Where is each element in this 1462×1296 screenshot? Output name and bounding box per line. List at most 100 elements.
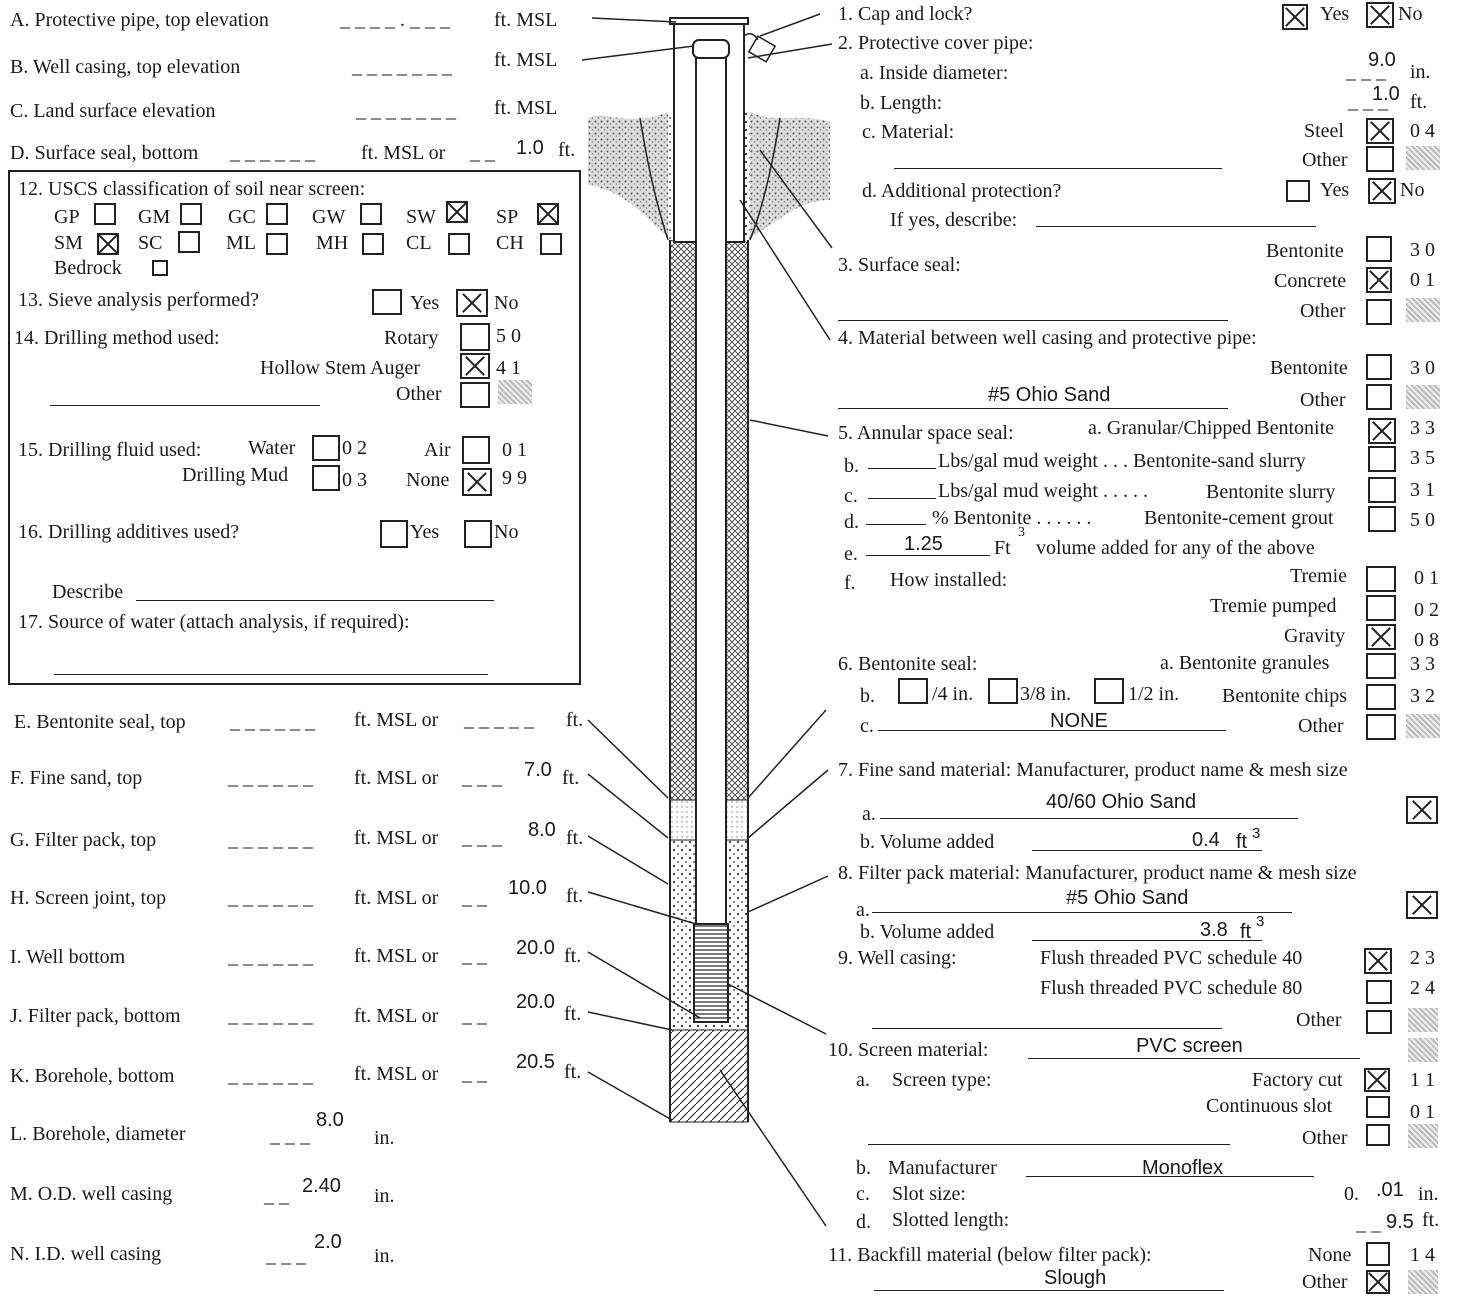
bentonite-seal-other-value[interactable]: NONE <box>1050 710 1108 732</box>
filter-pack-checkbox[interactable] <box>1406 891 1438 919</box>
value-d[interactable]: 1.0 <box>516 137 544 159</box>
slotted-length-value[interactable]: 9.5 <box>1386 1211 1414 1233</box>
granular-bentonite-checkbox[interactable] <box>1368 418 1396 444</box>
air-checkbox[interactable] <box>462 436 490 464</box>
unit2-k: ft. <box>564 1061 582 1083</box>
schedule-80-code: 2 4 <box>1410 977 1435 999</box>
size-quarter-checkbox[interactable] <box>898 678 928 704</box>
uscs-sc-checkbox[interactable] <box>178 231 200 253</box>
hsa-checkbox[interactable] <box>460 353 490 379</box>
q4-bentonite-label: Bentonite <box>1270 357 1348 379</box>
screen-material-value[interactable]: PVC screen <box>1136 1035 1243 1057</box>
q2c-label: c. Material: <box>862 121 955 143</box>
material-other-checkbox[interactable] <box>1366 146 1394 172</box>
manufacturer-value[interactable]: Monoflex <box>1142 1157 1224 1179</box>
fine-sand-volume-value[interactable]: 0.4 <box>1192 829 1220 851</box>
bentonite-sand-slurry-checkbox[interactable] <box>1368 446 1396 472</box>
seal-bentonite-checkbox[interactable] <box>1366 236 1392 262</box>
water-checkbox[interactable] <box>312 435 340 461</box>
value-i[interactable]: 20.0 <box>516 937 555 959</box>
q5b-text: Lbs/gal mud weight . . . Bentonite-sand … <box>938 450 1306 472</box>
q8b-line <box>1032 940 1262 941</box>
cap-lock-yes-checkbox[interactable] <box>1282 4 1308 30</box>
additives-no-checkbox[interactable] <box>464 520 492 548</box>
bentonite-chips-checkbox[interactable] <box>1366 684 1396 710</box>
continuous-slot-checkbox[interactable] <box>1366 1096 1390 1118</box>
q2a-label: a. Inside diameter: <box>860 62 1009 84</box>
uscs-cl-checkbox[interactable] <box>448 233 470 255</box>
filter-pack-volume-value[interactable]: 3.8 <box>1200 919 1228 941</box>
bentonite-granules-checkbox[interactable] <box>1366 653 1396 679</box>
uscs-gw-checkbox[interactable] <box>360 203 382 225</box>
uscs-ch-checkbox[interactable] <box>540 233 562 255</box>
sieve-no-checkbox[interactable] <box>456 289 488 317</box>
uscs-mh-checkbox[interactable] <box>362 233 384 255</box>
casing-other-checkbox[interactable] <box>1366 1010 1392 1034</box>
uscs-sm-checkbox[interactable] <box>97 233 119 255</box>
value-k[interactable]: 20.5 <box>516 1051 555 1073</box>
size-3-8-checkbox[interactable] <box>988 678 1018 704</box>
steel-checkbox[interactable] <box>1366 118 1394 144</box>
sieve-yes-checkbox[interactable] <box>372 289 402 315</box>
q6-other-checkbox[interactable] <box>1366 714 1396 740</box>
uscs-sw-checkbox[interactable] <box>446 201 468 223</box>
none-checkbox[interactable] <box>462 468 492 496</box>
bentonite-cement-grout-checkbox[interactable] <box>1368 506 1396 532</box>
fine-sand-material-value[interactable]: 40/60 Ohio Sand <box>1046 791 1197 813</box>
q4-bentonite-checkbox[interactable] <box>1366 354 1392 380</box>
mud-checkbox[interactable] <box>312 465 340 491</box>
uscs-ml-checkbox[interactable] <box>266 233 288 255</box>
uscs-gp-checkbox[interactable] <box>94 203 116 225</box>
seal-other-checkbox[interactable] <box>1366 299 1392 325</box>
drilling-other-checkbox[interactable] <box>460 382 490 408</box>
q5c-text: Lbs/gal mud weight . . . . . <box>938 480 1148 502</box>
backfill-other-checkbox[interactable] <box>1366 1270 1390 1294</box>
filter-pack-material-value[interactable]: #5 Ohio Sand <box>1066 887 1189 909</box>
length-value[interactable]: 1.0 <box>1372 83 1400 105</box>
bentonite-slurry-checkbox[interactable] <box>1368 477 1396 503</box>
q5-label: 5. Annular space seal: <box>838 422 1014 444</box>
unit2-f: ft. <box>562 767 580 789</box>
backfill-none-checkbox[interactable] <box>1366 1242 1390 1266</box>
q15-label: 15. Drilling fluid used: <box>18 439 202 461</box>
schedule-40-checkbox[interactable] <box>1364 948 1392 974</box>
volume-added-value[interactable]: 1.25 <box>904 533 943 555</box>
seal-concrete-checkbox[interactable] <box>1366 267 1392 293</box>
value-m[interactable]: 2.40 <box>302 1175 341 1197</box>
additives-yes-checkbox[interactable] <box>380 520 408 548</box>
slot-size-value[interactable]: .01 <box>1376 1179 1404 1201</box>
q8a-line <box>872 912 1292 913</box>
value-f[interactable]: 7.0 <box>524 759 552 781</box>
screen-type-other-checkbox[interactable] <box>1366 1124 1390 1146</box>
additional-protection-no-checkbox[interactable] <box>1368 178 1396 204</box>
q4-material-value[interactable]: #5 Ohio Sand <box>988 384 1111 406</box>
q4-other-checkbox[interactable] <box>1366 384 1392 410</box>
uscs-gc-checkbox[interactable] <box>266 203 288 225</box>
gravity-checkbox[interactable] <box>1366 624 1396 650</box>
uscs-gm-checkbox[interactable] <box>180 203 202 225</box>
size-half-checkbox[interactable] <box>1094 678 1124 704</box>
unit-e: ft. MSL or <box>354 709 439 731</box>
value-g[interactable]: 8.0 <box>528 819 556 841</box>
additional-protection-yes-checkbox[interactable] <box>1286 180 1310 202</box>
factory-cut-checkbox[interactable] <box>1364 1068 1390 1092</box>
schedule-80-checkbox[interactable] <box>1366 980 1392 1004</box>
unit-a: ft. MSL <box>494 9 558 31</box>
bedrock-checkbox[interactable] <box>152 260 168 276</box>
value-j[interactable]: 20.0 <box>516 991 555 1013</box>
uscs-sp-checkbox[interactable] <box>537 203 559 225</box>
dashes-c: _ _ _ _ _ _ _ <box>356 100 456 122</box>
fine-sand-checkbox[interactable] <box>1406 796 1438 824</box>
inside-diameter-value[interactable]: 9.0 <box>1368 49 1396 71</box>
q5b-line <box>868 468 936 469</box>
tremie-pumped-checkbox[interactable] <box>1366 595 1396 621</box>
tremie-checkbox[interactable] <box>1366 566 1396 592</box>
material-other-line <box>894 168 1222 169</box>
value-h[interactable]: 10.0 <box>508 877 547 899</box>
q4-other-label: Other <box>1300 389 1346 411</box>
value-l[interactable]: 8.0 <box>316 1109 344 1131</box>
value-n[interactable]: 2.0 <box>314 1231 342 1253</box>
backfill-value[interactable]: Slough <box>1044 1267 1107 1289</box>
cap-lock-no-checkbox[interactable] <box>1366 2 1394 28</box>
rotary-checkbox[interactable] <box>460 323 490 351</box>
